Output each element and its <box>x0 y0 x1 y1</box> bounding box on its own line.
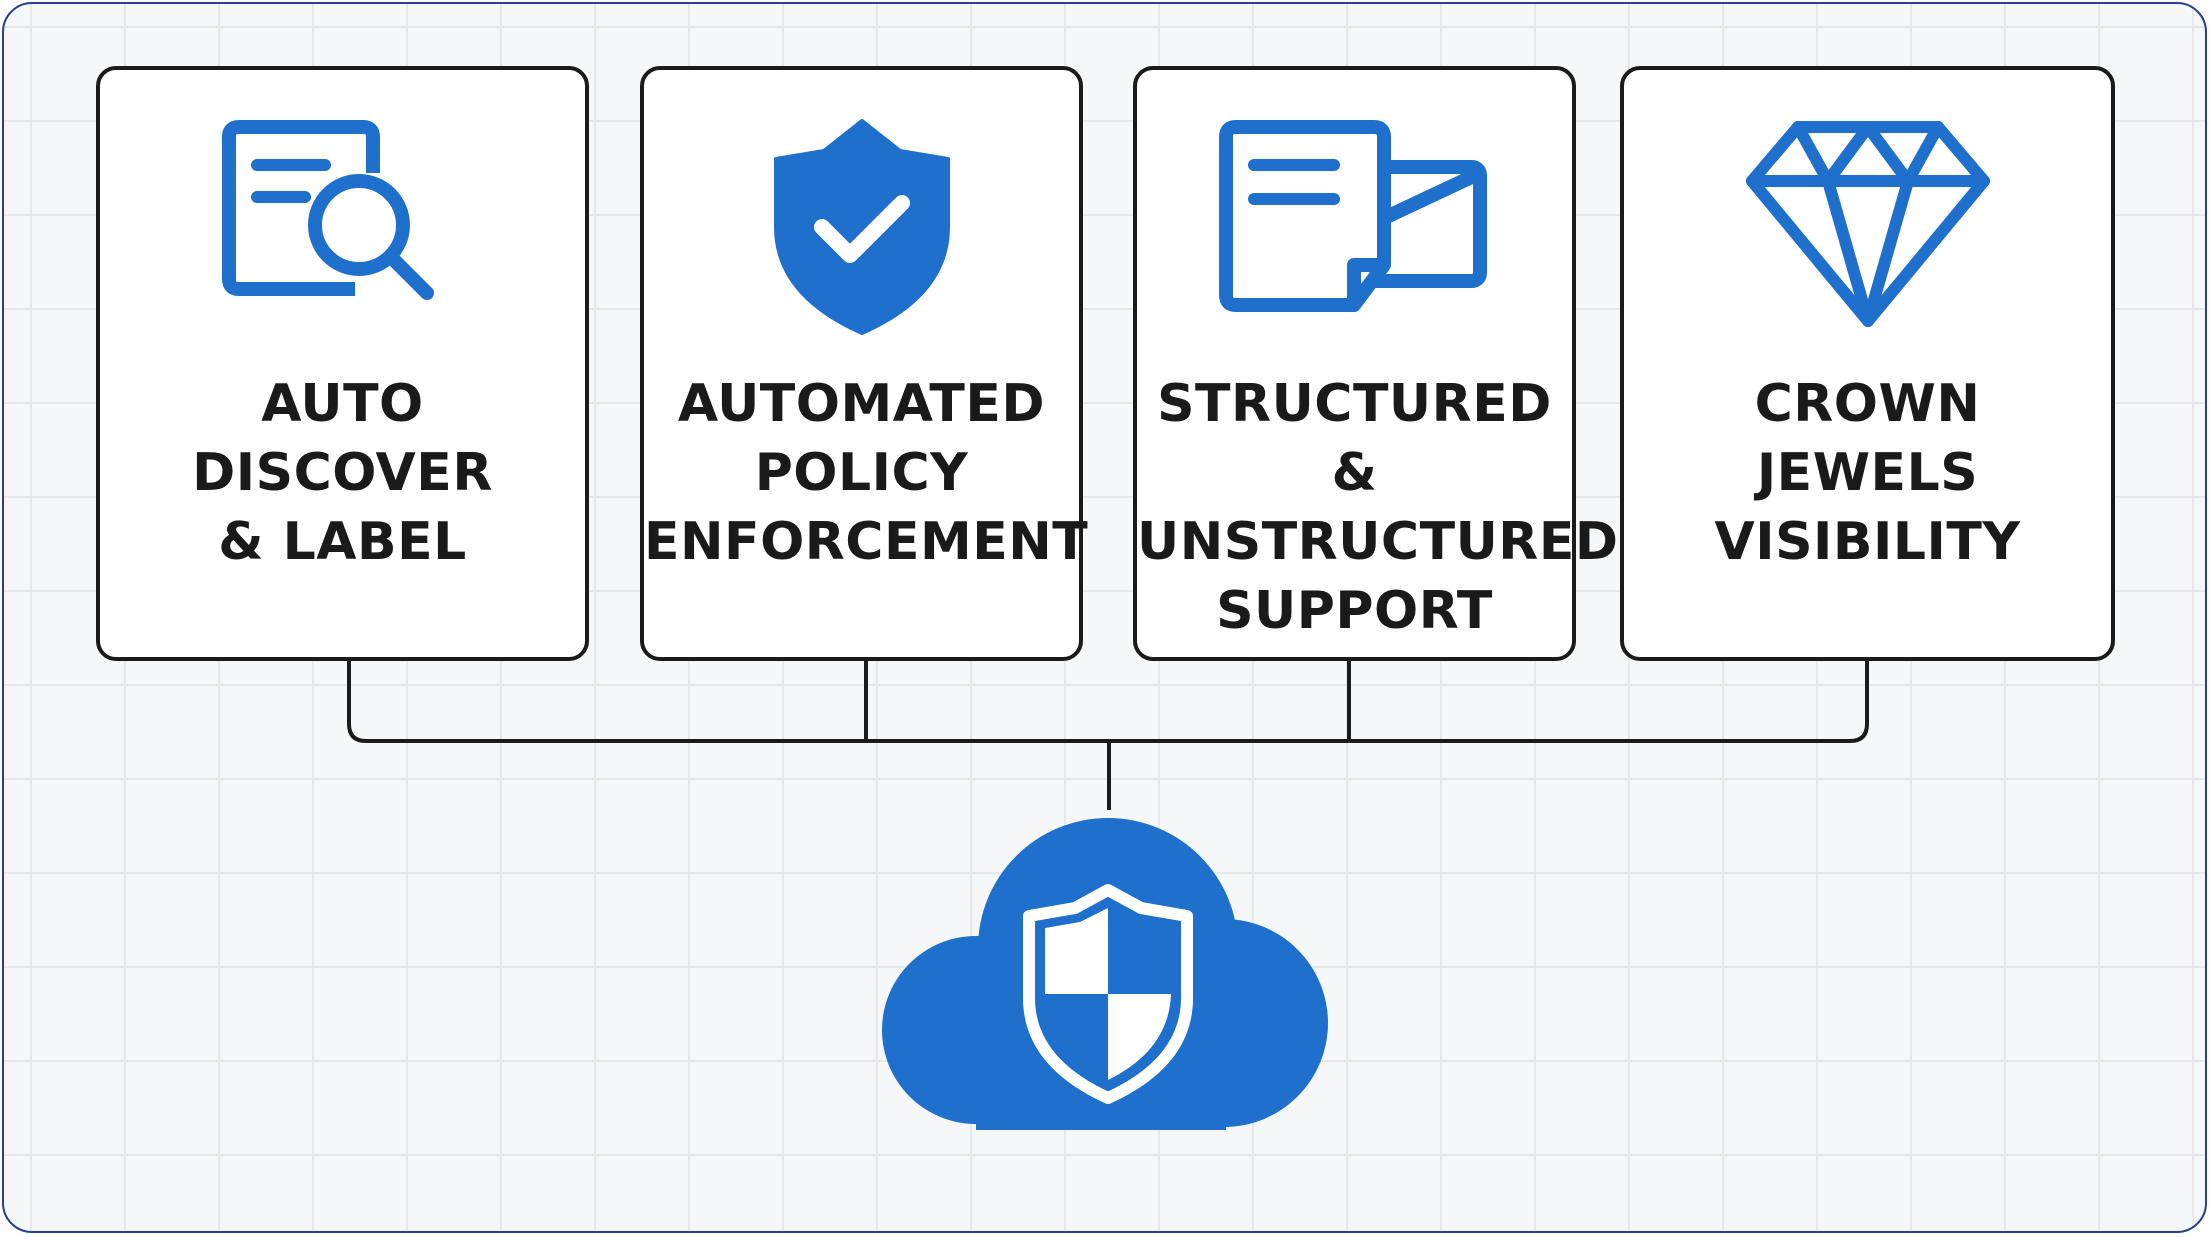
card-label-line: DISCOVER <box>192 443 493 503</box>
card-label-line: JEWELS <box>1756 443 1979 503</box>
card-auto-discover-label: AUTO DISCOVER & LABEL <box>96 66 589 661</box>
shield-icon <box>1023 884 1193 1104</box>
card-label-line: POLICY <box>754 443 969 503</box>
card-label-line: & LABEL <box>218 512 467 572</box>
connector-lines <box>347 660 1869 810</box>
card-label-line: UNSTRUCTURED <box>1137 512 1619 572</box>
card-label-line: VISIBILITY <box>1714 512 2021 572</box>
card-label-line: STRUCTURED <box>1157 374 1552 434</box>
card-label-line: AUTOMATED <box>677 374 1046 434</box>
connector-bus <box>347 660 1869 743</box>
card-automated-policy-enforcement: AUTOMATED POLICY ENFORCEMENT <box>640 66 1089 661</box>
card-label-line: CROWN <box>1754 374 1981 434</box>
document-search-icon <box>221 120 434 300</box>
shield-check-icon <box>773 119 950 335</box>
card-crown-jewels-visibility: CROWN JEWELS VISIBILITY <box>1620 66 2115 661</box>
card-label-line: ENFORCEMENT <box>644 512 1089 572</box>
diamond-icon <box>1745 121 1990 327</box>
card-label-line: & <box>1331 443 1378 503</box>
document-envelope-icon <box>1218 120 1487 312</box>
card-label: STRUCTURED & UNSTRUCTURED SUPPORT <box>1137 370 1619 646</box>
card-structured-unstructured-support: STRUCTURED & UNSTRUCTURED SUPPORT <box>1133 66 1619 661</box>
card-label-line: SUPPORT <box>1216 581 1493 641</box>
card-label-line: AUTO <box>261 374 424 434</box>
card-label: AUTOMATED POLICY ENFORCEMENT <box>644 370 1089 577</box>
card-label: CROWN JEWELS VISIBILITY <box>1624 370 2111 577</box>
cloud-shield-icon <box>882 818 1328 1130</box>
card-label: AUTO DISCOVER & LABEL <box>100 370 585 577</box>
